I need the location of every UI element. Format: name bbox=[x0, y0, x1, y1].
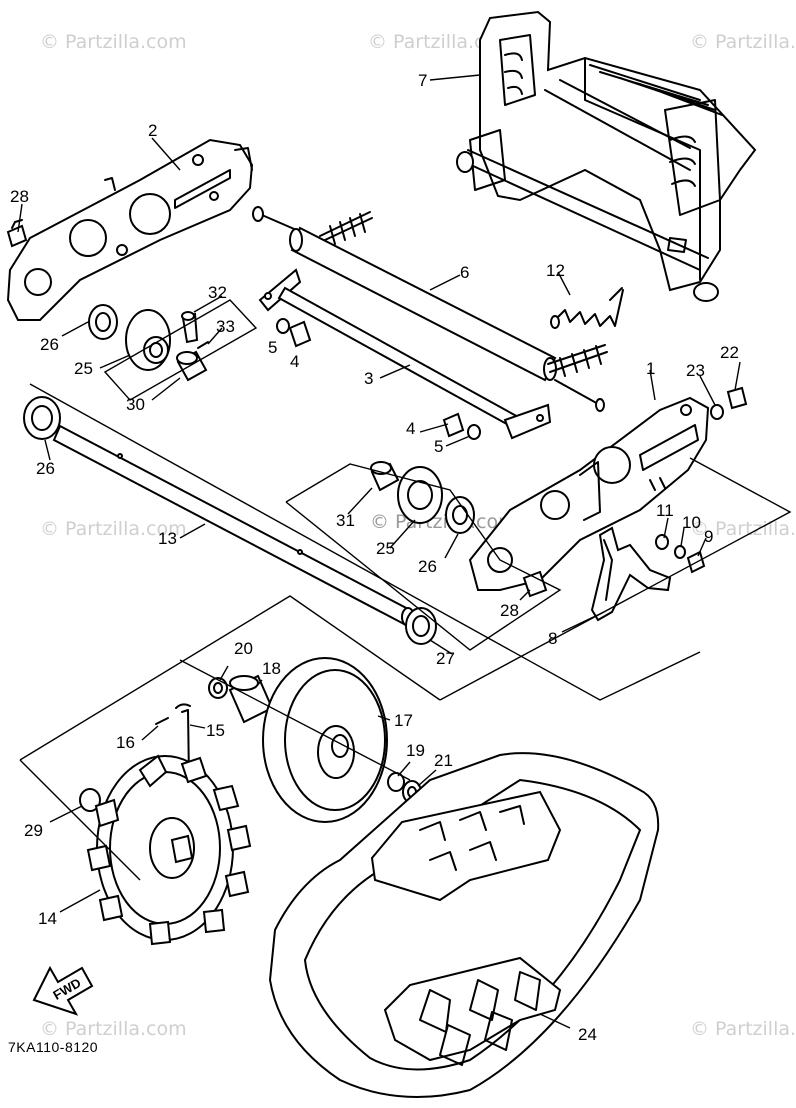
front-frame-part bbox=[456, 10, 757, 302]
callout-24: 24 bbox=[578, 1025, 597, 1044]
callout-5: 5 bbox=[434, 437, 443, 456]
callout-21: 21 bbox=[434, 751, 453, 770]
callout-5: 5 bbox=[268, 338, 277, 357]
watermarks: © Partzilla.com © Partzilla.com © Partzi… bbox=[40, 31, 796, 1040]
bearing-housing-part-25-center bbox=[397, 466, 443, 524]
collar-part-31 bbox=[370, 461, 400, 492]
bearing-part-26-left bbox=[88, 304, 118, 340]
callout-25: 25 bbox=[376, 539, 395, 558]
callout-2: 2 bbox=[148, 121, 157, 140]
callout-7: 7 bbox=[418, 71, 427, 90]
callout-19: 19 bbox=[406, 741, 425, 760]
link-arm-part bbox=[590, 526, 672, 622]
callout-4: 4 bbox=[290, 352, 299, 371]
bearing-part-26-center bbox=[445, 496, 475, 534]
callout-26: 26 bbox=[418, 557, 437, 576]
washer-part-10 bbox=[674, 545, 686, 559]
left-suspension-bracket bbox=[6, 138, 254, 321]
callout-20: 20 bbox=[234, 639, 253, 658]
rear-axle-part bbox=[252, 206, 608, 412]
cross-tube-part bbox=[258, 268, 552, 440]
spring-part-12 bbox=[550, 287, 624, 329]
washer-part-5-upper bbox=[276, 318, 290, 334]
callout-6: 6 bbox=[460, 263, 469, 282]
callout-32: 32 bbox=[208, 283, 227, 302]
callout-labels: 2 28 7 6 12 32 33 26 25 30 5 4 3 1 23 22… bbox=[10, 71, 739, 1044]
callout-25: 25 bbox=[74, 359, 93, 378]
bolt-part-28-left bbox=[6, 219, 28, 248]
track-belt-part-24 bbox=[268, 752, 660, 1099]
callout-16: 16 bbox=[116, 733, 135, 752]
bolt-part-4-lower bbox=[442, 412, 465, 438]
collar-part-18 bbox=[228, 674, 274, 724]
forward-arrow-icon: FWD bbox=[32, 965, 94, 1016]
callout-33: 33 bbox=[216, 317, 235, 336]
bearing-part-26-far-left bbox=[23, 396, 61, 440]
callout-14: 14 bbox=[38, 909, 57, 928]
callout-26: 26 bbox=[40, 335, 59, 354]
idler-wheel-part-17 bbox=[262, 657, 388, 823]
callout-3: 3 bbox=[364, 369, 373, 388]
watermark: © Partzilla.com bbox=[690, 31, 796, 53]
drive-sprocket-part-14 bbox=[86, 754, 252, 946]
callout-18: 18 bbox=[262, 659, 281, 678]
watermark: © Partzilla.com bbox=[690, 1018, 796, 1040]
callout-10: 10 bbox=[682, 513, 701, 532]
watermark: © Partzilla.com bbox=[368, 31, 515, 53]
right-suspension-bracket bbox=[468, 396, 710, 591]
cotter-pin-part-16 bbox=[155, 717, 169, 725]
bearing-housing-part-25-left bbox=[125, 309, 171, 371]
callout-11: 11 bbox=[656, 501, 674, 520]
callout-30: 30 bbox=[126, 395, 145, 414]
washer-part-20 bbox=[208, 677, 228, 699]
washer-part-23 bbox=[710, 404, 724, 420]
callout-31: 31 bbox=[336, 511, 355, 530]
watermark: © Partzilla.com bbox=[40, 1018, 187, 1040]
callout-17: 17 bbox=[394, 711, 413, 730]
callout-29: 29 bbox=[24, 821, 43, 840]
callout-26: 26 bbox=[36, 459, 55, 478]
watermark: © Partzilla.com bbox=[40, 518, 187, 540]
watermark: © Partzilla.com bbox=[40, 31, 187, 53]
callout-22: 22 bbox=[720, 343, 739, 362]
collar-part-30 bbox=[176, 350, 208, 382]
cotter-pin-part-33 bbox=[197, 341, 209, 349]
callout-1: 1 bbox=[646, 359, 655, 378]
callout-15: 15 bbox=[206, 721, 225, 740]
nut-part-11 bbox=[655, 534, 669, 550]
bearing-part-27 bbox=[405, 607, 437, 645]
callout-8: 8 bbox=[548, 629, 557, 648]
callout-27: 27 bbox=[436, 649, 455, 668]
callout-28: 28 bbox=[500, 601, 519, 620]
callout-23: 23 bbox=[686, 361, 705, 380]
callout-13: 13 bbox=[158, 529, 177, 548]
callout-12: 12 bbox=[546, 261, 565, 280]
leader-lines bbox=[17, 74, 741, 1029]
callout-28: 28 bbox=[10, 187, 29, 206]
callout-9: 9 bbox=[704, 527, 713, 546]
callout-4: 4 bbox=[406, 419, 415, 438]
nut-part-22 bbox=[726, 386, 748, 410]
grouping-lines bbox=[19, 299, 792, 881]
diagram-code: 7KA110-8120 bbox=[8, 1039, 98, 1055]
washer-part-5-lower bbox=[467, 424, 481, 440]
bolt-part-4-upper bbox=[288, 320, 312, 348]
